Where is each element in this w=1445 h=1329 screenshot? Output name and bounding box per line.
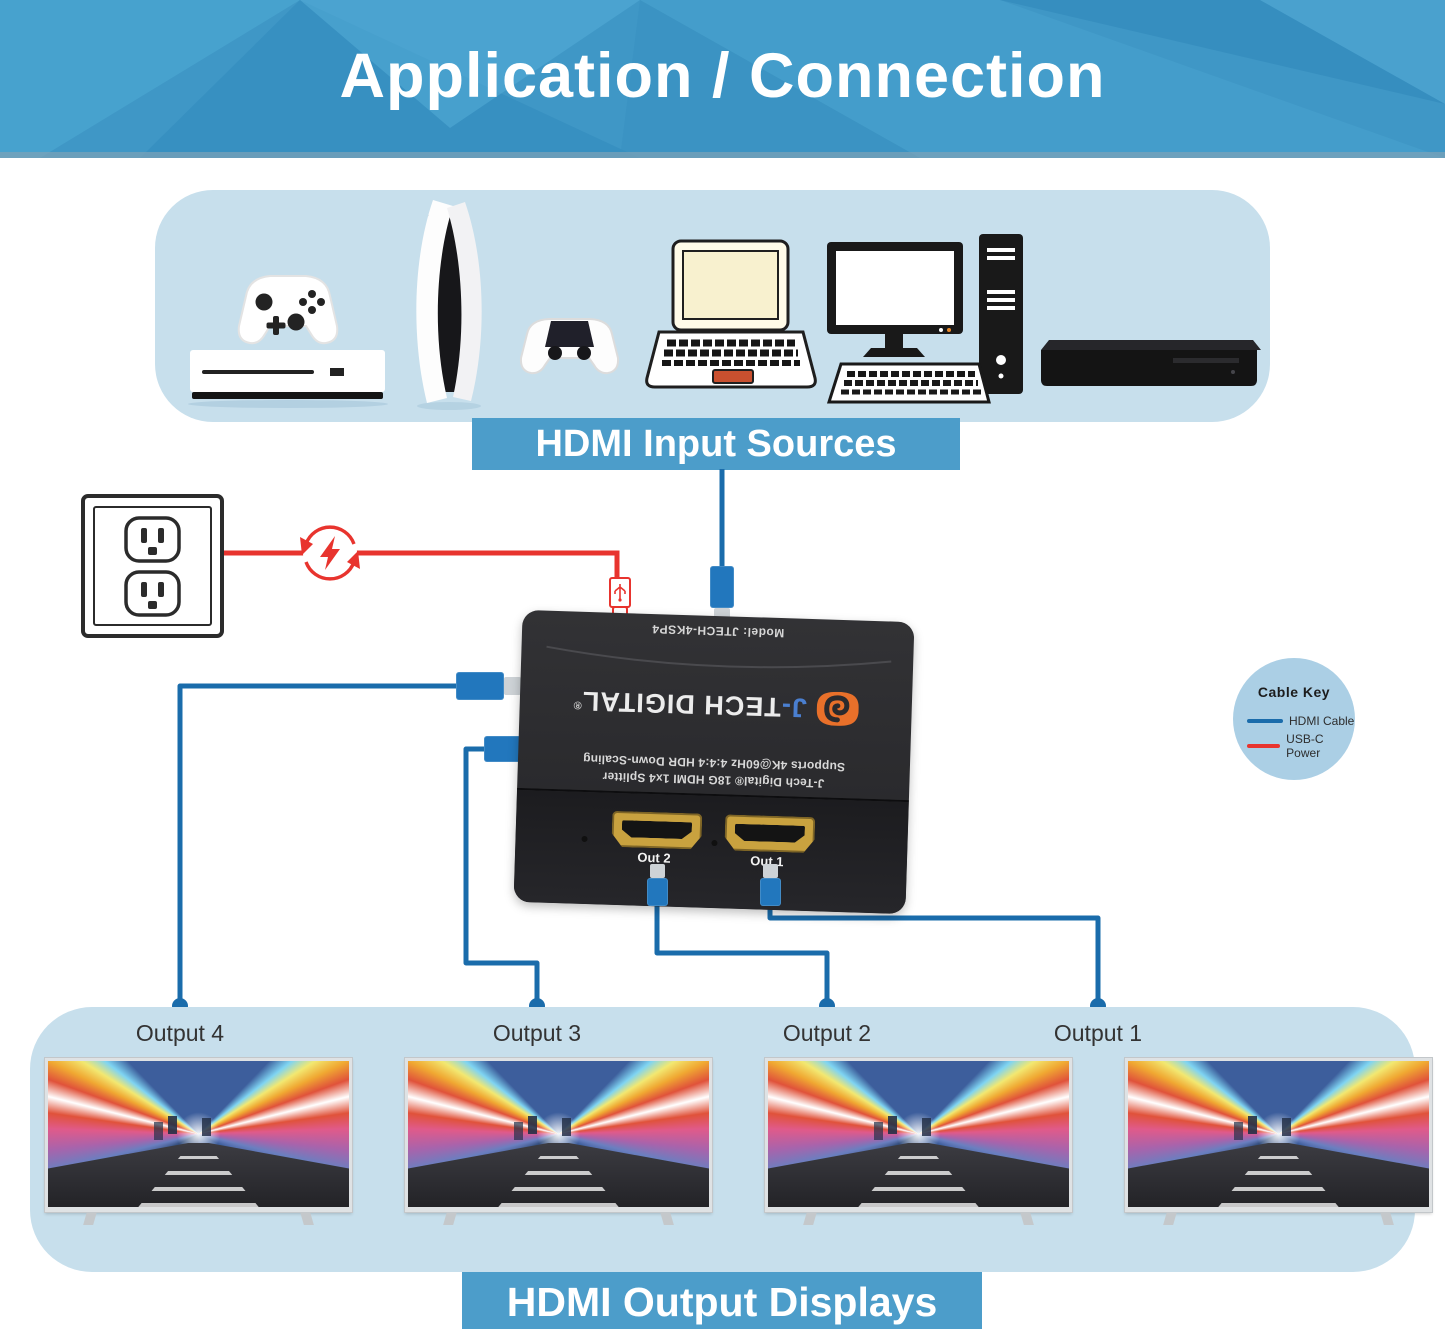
xbox-console-icon <box>188 275 388 408</box>
hdmi-input-sources-label: HDMI Input Sources <box>535 422 897 465</box>
desktop-pc-icon <box>827 234 1023 404</box>
cable-key-title: Cable Key <box>1257 684 1331 700</box>
tv-screen <box>768 1061 1069 1207</box>
device-description: J-Tech Digital® 18G HDMI 1x4 Splitter Su… <box>517 748 910 794</box>
input-sources-panel <box>155 190 1270 422</box>
hdmi-cable-swatch <box>1247 719 1283 723</box>
hdmi-output2-connector <box>647 878 668 906</box>
usb-c-connector <box>609 577 631 608</box>
header-facet-background <box>0 0 1445 158</box>
hdmi-cable-output2 <box>654 904 830 1000</box>
power-adapter-icon <box>300 525 360 581</box>
screw-hole <box>711 839 718 847</box>
output4-label: Output 4 <box>135 1020 225 1046</box>
tv-screen <box>408 1061 709 1207</box>
hdmi-cable-output4 <box>177 683 458 1000</box>
brand-logo: J-TECH DIGITAL® <box>519 682 912 728</box>
usb-c-power-cable <box>224 550 620 577</box>
hdmi-output1-connector <box>760 878 781 906</box>
usb-c-power-label: USB-C Power <box>1286 732 1324 760</box>
output1-tv <box>1125 1058 1432 1225</box>
hdmi-port-out1 <box>724 814 815 853</box>
legend-item-hdmi: HDMI Cable <box>1247 714 1354 728</box>
hdmi-input-sources-banner: HDMI Input Sources <box>472 418 960 470</box>
ps5-console-icon <box>416 200 482 410</box>
brand-text: J-TECH DIGITAL® <box>572 686 808 724</box>
page-title: Application / Connection <box>339 41 1106 111</box>
jtech-swirl-icon <box>816 691 859 726</box>
hdmi-splitter-device: Model: JTECH-4KSP4 J-TECH DIGITAL® J-Tec… <box>513 609 915 915</box>
tv-screen <box>1128 1061 1429 1207</box>
output2-label: Output 2 <box>782 1020 872 1046</box>
hdmi-output-displays-banner: HDMI Output Displays <box>462 1272 982 1329</box>
output3-tv <box>405 1058 712 1225</box>
device-seam-curve <box>546 645 892 669</box>
cable-key-legend: Cable Key HDMI Cable USB-C Power <box>1233 658 1355 780</box>
device-front-face: Out 2 Out 1 <box>513 787 909 915</box>
hdmi-cable-label: HDMI Cable <box>1289 714 1355 728</box>
hdmi-cable-output1 <box>767 904 1101 1000</box>
power-outlet-icon <box>81 494 224 638</box>
hdmi-output-displays-label: HDMI Output Displays <box>506 1278 938 1325</box>
hdmi-port-out2 <box>611 811 702 850</box>
usb-c-power-swatch <box>1247 744 1281 748</box>
tv-screen <box>48 1061 349 1207</box>
hdmi-output1-connector-tip <box>763 864 778 878</box>
hdmi-input-connector <box>710 566 734 608</box>
bluray-player-icon <box>1041 340 1261 386</box>
hdmi-output4-connector-tip <box>504 677 521 695</box>
screw-hole <box>581 835 588 843</box>
output3-label: Output 3 <box>492 1020 582 1046</box>
laptop-icon <box>645 239 817 389</box>
legend-item-power: USB-C Power <box>1247 732 1355 760</box>
output4-tv <box>45 1058 352 1225</box>
output2-tv <box>765 1058 1072 1225</box>
hdmi-output2-connector-tip <box>650 864 665 878</box>
output1-label: Output 1 <box>1053 1020 1143 1046</box>
title-banner: Application / Connection <box>0 0 1445 158</box>
hdmi-output4-connector <box>456 672 504 700</box>
ps5-controller-icon <box>519 318 620 375</box>
